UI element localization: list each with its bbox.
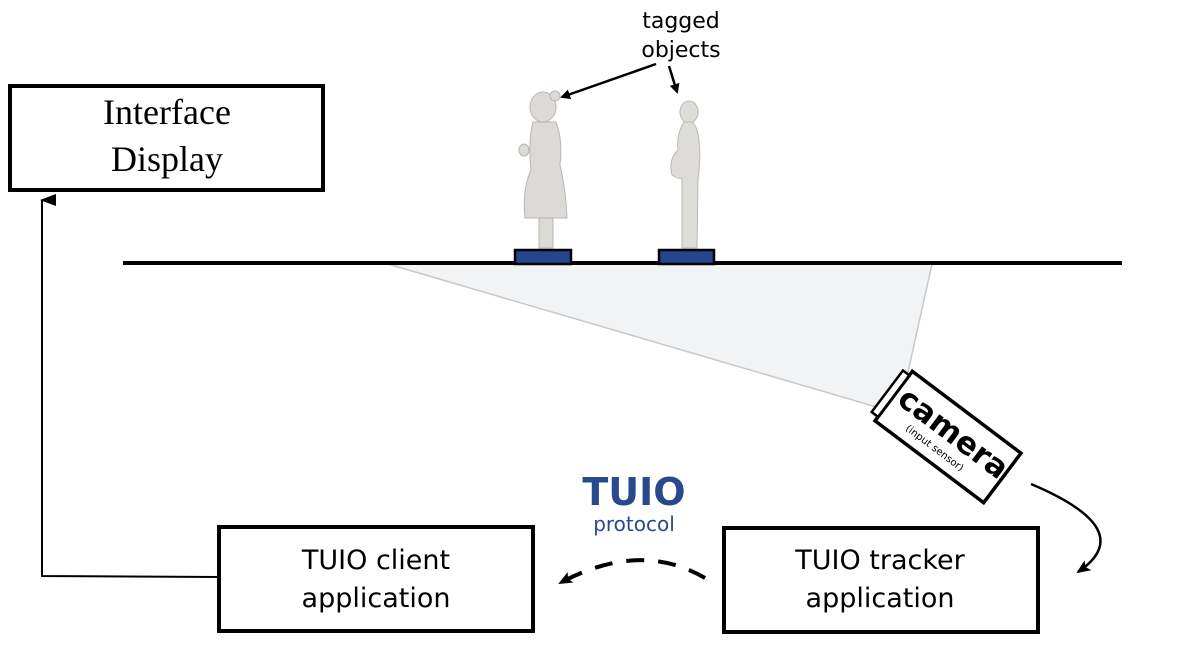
tracker-to-client-dashed-arrow (558, 558, 707, 585)
camera[interactable]: camera (input sensor) (869, 367, 1024, 506)
tagged-objects-label-line1: tagged (642, 9, 720, 34)
tagged-objects-label-line2: objects (641, 38, 720, 63)
camera-field-of-view (387, 263, 933, 409)
interface-display-line2: Display (111, 139, 223, 179)
tuio-client-box[interactable] (217, 525, 535, 633)
tuio-tracker-box[interactable] (722, 526, 1040, 634)
protocol-subtitle: protocol (593, 512, 675, 536)
client-to-display-arrow (40, 194, 220, 578)
camera-to-tracker-arrow (1030, 482, 1102, 574)
tuio-client-line2: application (302, 583, 451, 614)
tuio-tracker-line2: application (806, 583, 955, 614)
fiducial-tag-1[interactable] (513, 248, 573, 266)
tag-arrow-to-figure-1 (560, 62, 657, 100)
interface-display-line1: Interface (103, 92, 231, 132)
protocol-title: TUIO (582, 470, 685, 514)
interface-display-box[interactable] (8, 84, 325, 192)
tuio-tracker-line1: TUIO tracker (794, 545, 965, 576)
tag-arrow-to-figure-2 (667, 65, 680, 94)
tagged-object-figure-1[interactable] (518, 90, 568, 249)
tuio-client-line1: TUIO client (301, 545, 450, 576)
fiducial-tag-2[interactable] (657, 248, 716, 266)
tagged-object-figure-2[interactable] (670, 100, 701, 249)
